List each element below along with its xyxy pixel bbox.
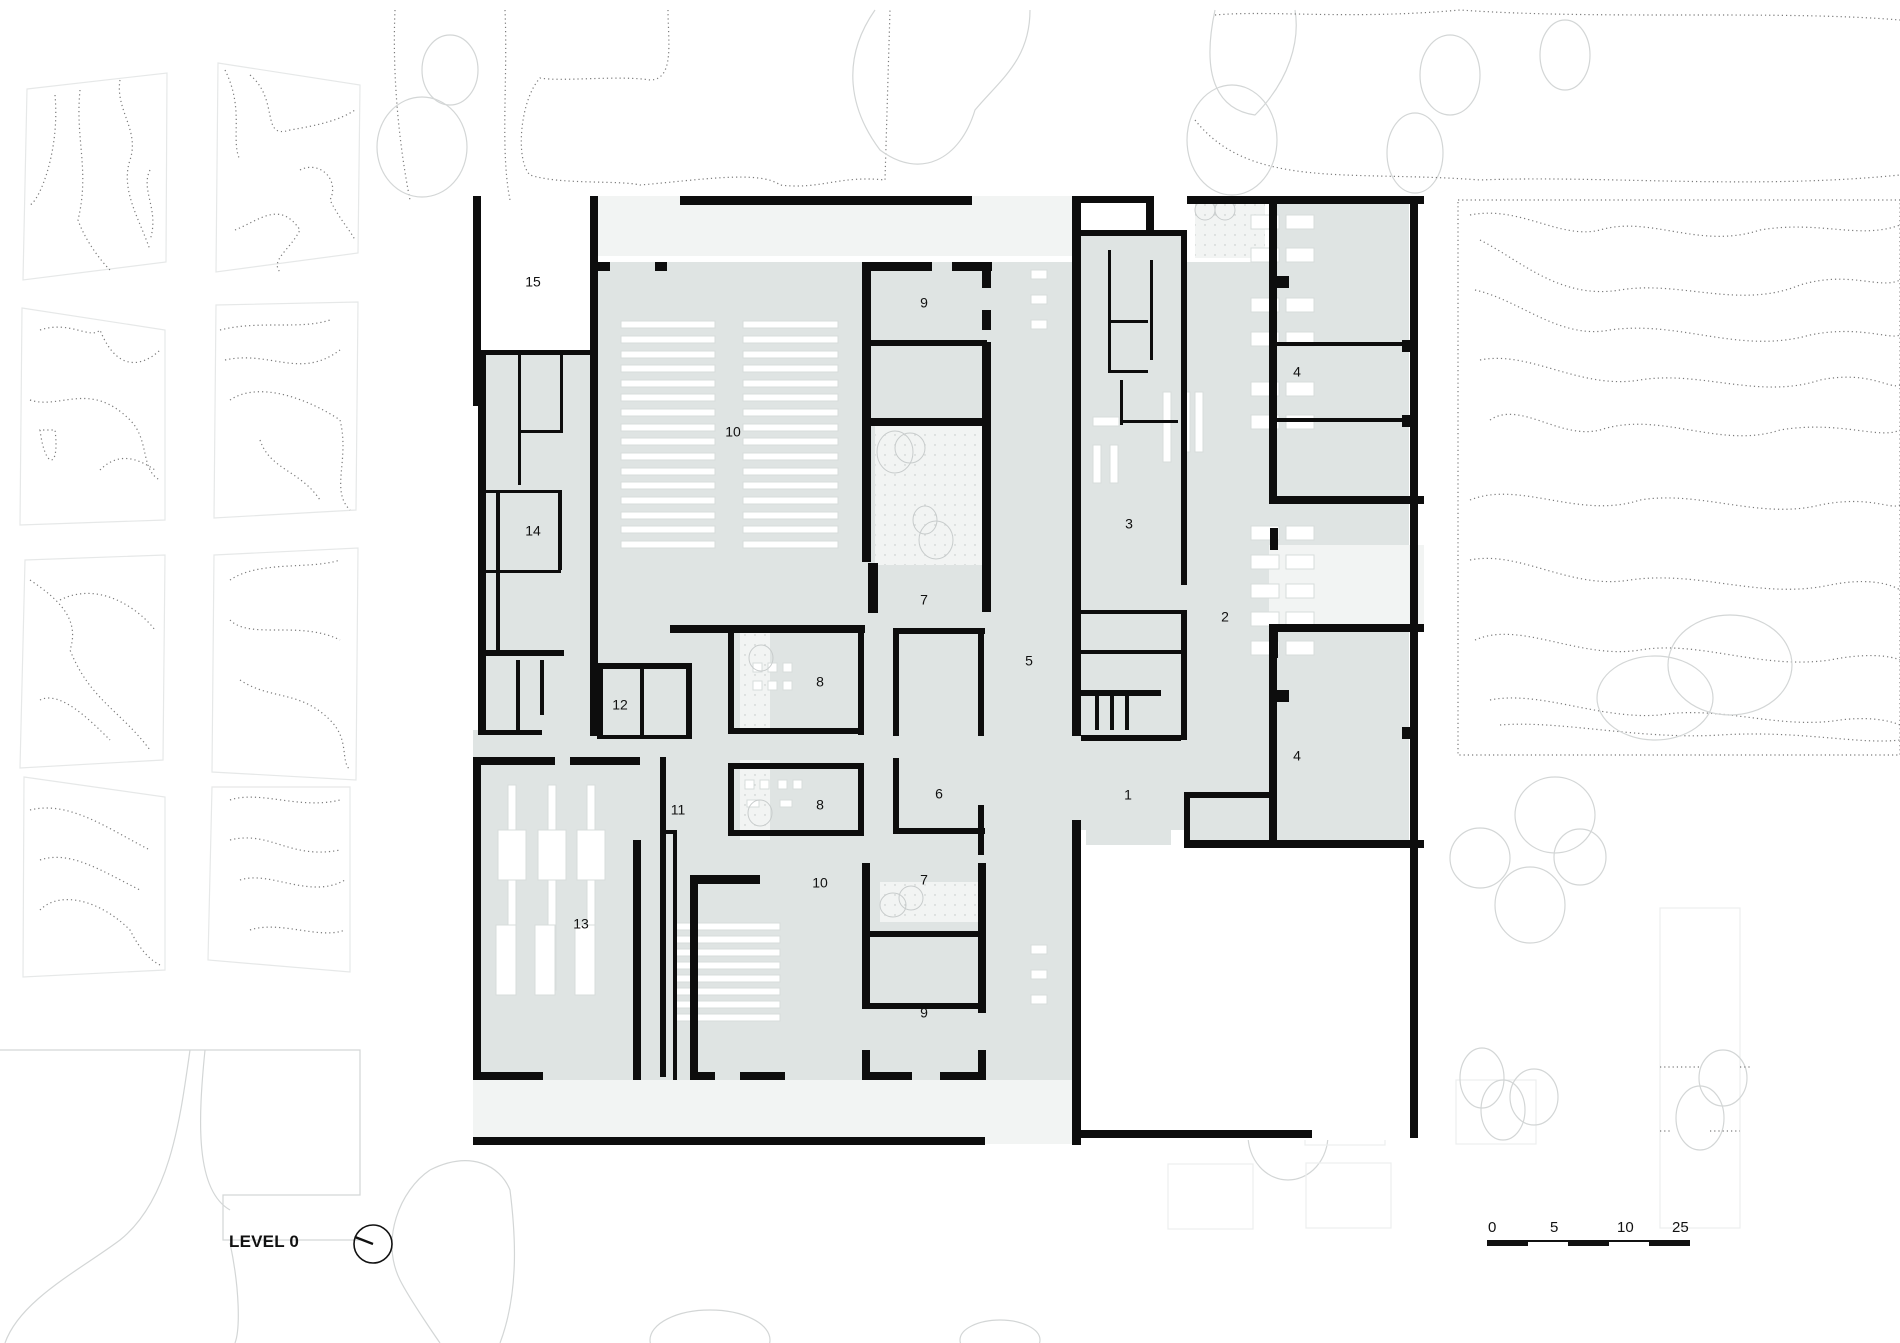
- room-label-10b: 10: [812, 875, 828, 891]
- scale-tick-0: 0: [1488, 1219, 1496, 1236]
- level-title: LEVEL 0: [229, 1232, 300, 1251]
- scale-tick-5: 5: [1550, 1219, 1558, 1236]
- contour-lines: [29, 69, 356, 966]
- room-label-1: 1: [1124, 787, 1132, 803]
- room-label-10a: 10: [725, 424, 741, 440]
- room-label-7b: 7: [920, 872, 928, 888]
- room-label-4a: 4: [1293, 364, 1301, 380]
- room-label-13: 13: [573, 916, 589, 932]
- contour-plot-grid: [19, 62, 361, 978]
- scale-bar: 0 5 10 25: [1487, 1219, 1690, 1246]
- room-label-12: 12: [612, 697, 628, 713]
- room-label-8b: 8: [816, 797, 824, 813]
- landscape: [0, 9, 1900, 1343]
- room-label-14: 14: [525, 523, 541, 539]
- room-label-9a: 9: [920, 295, 928, 311]
- room-labels: 1 2 3 4 4 5 6 7 7 8 8 9 9 10 10 11 12 13…: [525, 274, 1301, 1021]
- room-label-7a: 7: [920, 592, 928, 608]
- scale-tick-10: 10: [1617, 1219, 1634, 1236]
- room-label-8a: 8: [816, 674, 824, 690]
- room-label-3: 3: [1125, 516, 1133, 532]
- room-label-15: 15: [525, 274, 541, 290]
- room-label-5: 5: [1025, 653, 1033, 669]
- room-label-2: 2: [1221, 609, 1229, 625]
- building-floors: [473, 196, 1424, 1144]
- room-label-6: 6: [935, 786, 943, 802]
- north-arrow-icon: [353, 1224, 393, 1264]
- walls: [473, 196, 1424, 1145]
- room-label-4b: 4: [1293, 748, 1301, 764]
- equipment-room-13: [495, 784, 606, 996]
- interior-trees: [747, 199, 1236, 918]
- room-label-11: 11: [671, 802, 686, 818]
- seating-rows-room-10a: [620, 320, 839, 549]
- room-label-9b: 9: [920, 1005, 928, 1021]
- scale-tick-25: 25: [1672, 1219, 1689, 1236]
